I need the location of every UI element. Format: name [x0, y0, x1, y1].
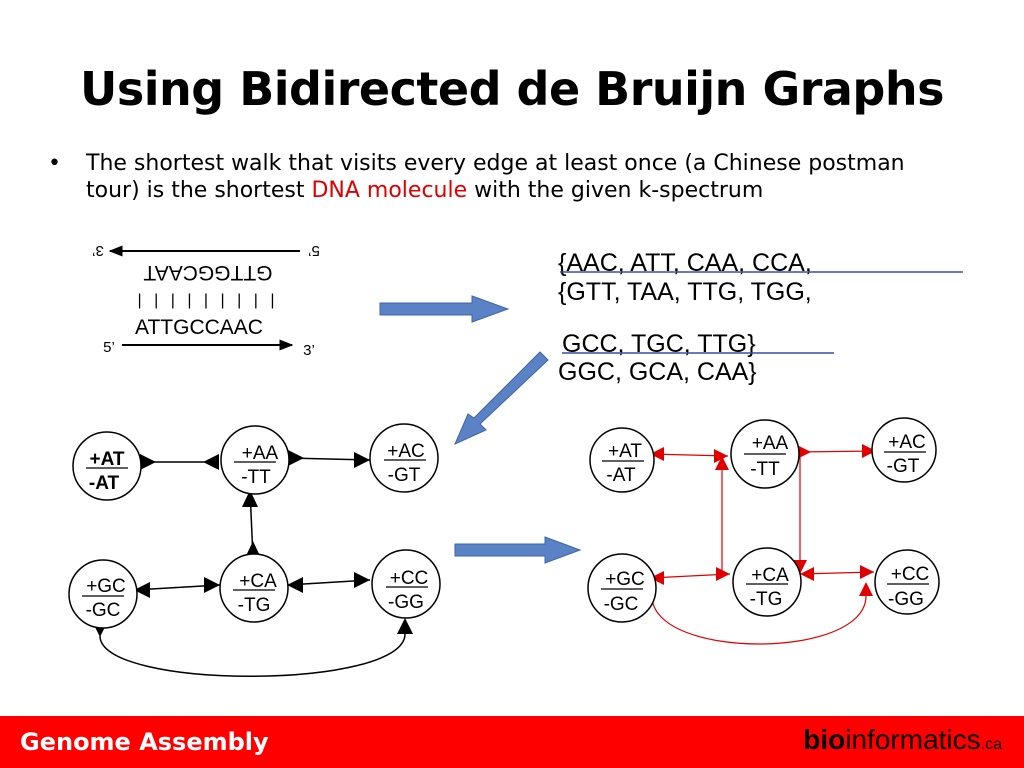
node-at: +AT -AT — [72, 431, 142, 501]
svg-text:+AA: +AA — [242, 443, 279, 464]
node-gc-right: +GC -GC — [587, 553, 657, 623]
node-ca-right: +CA -TG — [732, 547, 802, 617]
node-at-right: +AT -AT — [589, 427, 655, 493]
footer-brand-logo: bioinformatics.ca — [803, 724, 1002, 756]
top-left-end-label: 3’ — [92, 242, 104, 259]
bottom-strand-sequence: ATTGCCAAC — [135, 316, 263, 339]
svg-text:+AT: +AT — [89, 449, 124, 470]
dna-duplex: 3’ 5’ GTTGGCAAT | | | | | | | | | ATTGCC… — [92, 242, 320, 359]
footer-bar: Genome Assembly bioinformatics.ca — [0, 716, 1024, 768]
arrowhead — [242, 490, 258, 507]
svg-text:-TG: -TG — [238, 595, 271, 616]
svg-text:+GC: +GC — [86, 576, 126, 597]
svg-text:-AT: -AT — [606, 465, 636, 486]
slide-title: Using Bidirected de Bruijn Graphs — [80, 62, 944, 116]
arrowhead — [793, 560, 807, 574]
arrowhead — [354, 452, 370, 468]
svg-text:+CC: +CC — [390, 568, 429, 589]
svg-text:+AT: +AT — [608, 441, 642, 462]
svg-text:-GT: -GT — [388, 465, 421, 486]
top-right-end-label: 5’ — [308, 242, 320, 259]
arrowhead — [204, 577, 220, 593]
kmer-line-1: {AAC, ATT, CAA, CCA, — [558, 249, 812, 277]
svg-text:-TG: -TG — [750, 589, 783, 610]
top-strand-sequence: GTTGGCAAT — [143, 261, 272, 284]
bottom-right-end-label: 3’ — [303, 342, 315, 359]
node-gc: +GC -GC — [68, 559, 138, 629]
arrowhead — [715, 456, 729, 470]
node-cc: +CC -GG — [371, 549, 441, 619]
node-aa: +AA -TT — [220, 425, 290, 495]
arrowhead — [860, 565, 874, 579]
arrowhead — [859, 582, 873, 596]
svg-text:-GC: -GC — [604, 594, 639, 615]
svg-text:-GG: -GG — [388, 592, 424, 613]
bottom-left-end-label: 5’ — [103, 339, 115, 356]
kmer-set: {AAC, ATT, CAA, CCA, {GTT, TAA, TTG, TGG… — [558, 249, 963, 386]
arrowhead — [140, 454, 156, 470]
arrowhead — [203, 454, 219, 470]
footer-course-title: Genome Assembly — [20, 728, 269, 756]
svg-text:+AC: +AC — [888, 432, 926, 453]
kmer-line-3: GCC, TGC, TTG} — [562, 330, 756, 358]
bullet-symbol: • — [48, 151, 61, 176]
svg-text:+CA: +CA — [751, 565, 789, 586]
node-ac: +AC -GT — [369, 423, 439, 493]
bullet-text-after: with the given k-spectrum — [467, 178, 764, 203]
bullet-text-before: The shortest walk that visits every edge… — [86, 151, 905, 203]
arrowhead — [134, 582, 150, 598]
brand-suffix: .ca — [980, 736, 1002, 753]
arrowhead — [397, 618, 413, 634]
arrowhead — [800, 567, 814, 581]
graph-right: +AT -AT +AA -TT +AC -GT +GC -GC +CA -TG — [587, 417, 940, 645]
block-arrow-right-bottom — [454, 536, 582, 564]
graph-left: +AT -AT +AA -TT +AC -GT +GC -GC +CA -TG — [68, 423, 441, 677]
brand-bio: bio — [803, 724, 846, 755]
svg-text:+GC: +GC — [605, 569, 645, 590]
svg-text:+CC: +CC — [891, 564, 930, 585]
svg-text:-TT: -TT — [750, 459, 780, 480]
block-arrow-diagonal — [454, 351, 549, 445]
node-ac-right: +AC -GT — [871, 417, 937, 483]
red-edge-gc-cc-curve — [651, 595, 867, 645]
node-aa-right: +AA -TT — [730, 419, 800, 489]
svg-text:+AA: +AA — [752, 433, 789, 454]
svg-text:-TT: -TT — [241, 467, 271, 488]
svg-text:-AT: -AT — [89, 473, 120, 494]
svg-text:+AC: +AC — [387, 441, 425, 462]
arrowhead — [714, 449, 728, 463]
node-ca: +CA -TG — [219, 553, 289, 623]
brand-informatics: informatics — [845, 724, 981, 755]
node-cc-right: +CC -GG — [874, 549, 940, 615]
arrowhead — [650, 447, 664, 461]
kmer-line-4: GGC, GCA, CAA} — [558, 358, 757, 386]
arrowhead — [287, 577, 303, 593]
edge-gc-cc-curve — [99, 633, 406, 677]
block-arrow-right-top — [379, 295, 510, 323]
base-pair-bonds: | | | | | | | | | — [138, 292, 279, 309]
svg-text:-GT: -GT — [887, 456, 920, 477]
svg-text:+CA: +CA — [239, 571, 277, 592]
arrowhead — [288, 450, 304, 466]
arrowhead — [650, 571, 664, 585]
diagram-canvas: 3’ 5’ GTTGGCAAT | | | | | | | | | ATTGCC… — [68, 242, 963, 677]
bullet-highlight: DNA molecule — [311, 178, 468, 203]
kmer-line-2: {GTT, TAA, TTG, TGG, — [558, 278, 812, 306]
svg-text:-GC: -GC — [86, 600, 121, 621]
arrowhead — [716, 567, 730, 581]
arrowhead — [354, 572, 370, 588]
svg-text:-GG: -GG — [888, 589, 924, 610]
bullet-text: The shortest walk that visits every edge… — [86, 150, 906, 204]
arrowhead — [862, 444, 876, 458]
